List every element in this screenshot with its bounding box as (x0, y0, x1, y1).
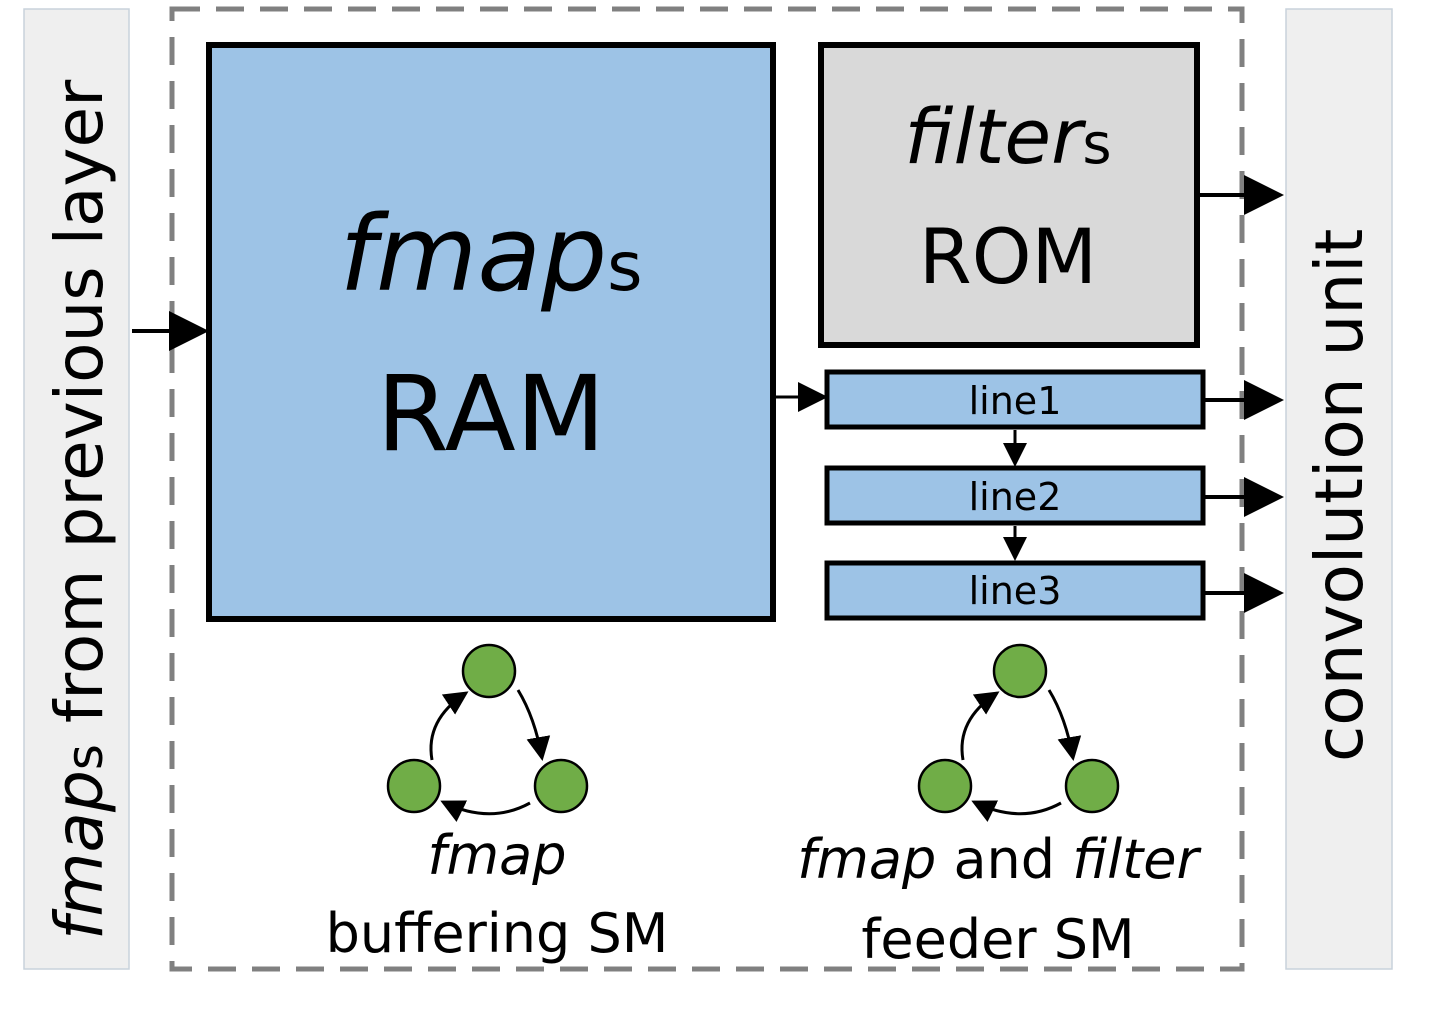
fmaps-ram-block (206, 42, 776, 622)
sm1-label-line1: fmap (428, 824, 567, 887)
sm1-label-line2: buffering SM (326, 902, 669, 965)
ram-title: fmaps (339, 193, 642, 315)
state-node (917, 758, 973, 814)
right-output-panel (1285, 8, 1393, 970)
state-node (533, 758, 589, 814)
fmap-filter-feeder-state-machine (917, 643, 1120, 823)
sm2-label-line2: feeder SM (861, 908, 1134, 971)
line1-label: line1 (969, 379, 1062, 423)
rom-subtitle: ROM (919, 212, 1097, 301)
rom-title: filters (904, 92, 1111, 181)
sm2-label-line1: fmap and filter (797, 828, 1201, 891)
right-panel-label: convolution unit (1301, 229, 1378, 762)
state-node (386, 758, 442, 814)
line1-buffer (824, 369, 1206, 430)
state-node (992, 643, 1048, 699)
state-node (461, 643, 517, 699)
layer-dashed-boundary (169, 6, 1245, 972)
state-node (1064, 758, 1120, 814)
left-input-panel (23, 8, 130, 970)
ram-subtitle: RAM (377, 353, 606, 475)
filters-rom-block (818, 42, 1200, 348)
line3-label: line3 (969, 569, 1062, 613)
line3-buffer (824, 560, 1206, 621)
fmap-buffering-state-machine (386, 643, 589, 823)
left-panel-label: fmaps from previous layer (41, 79, 118, 940)
line2-label: line2 (969, 475, 1062, 519)
line2-buffer (824, 465, 1206, 526)
